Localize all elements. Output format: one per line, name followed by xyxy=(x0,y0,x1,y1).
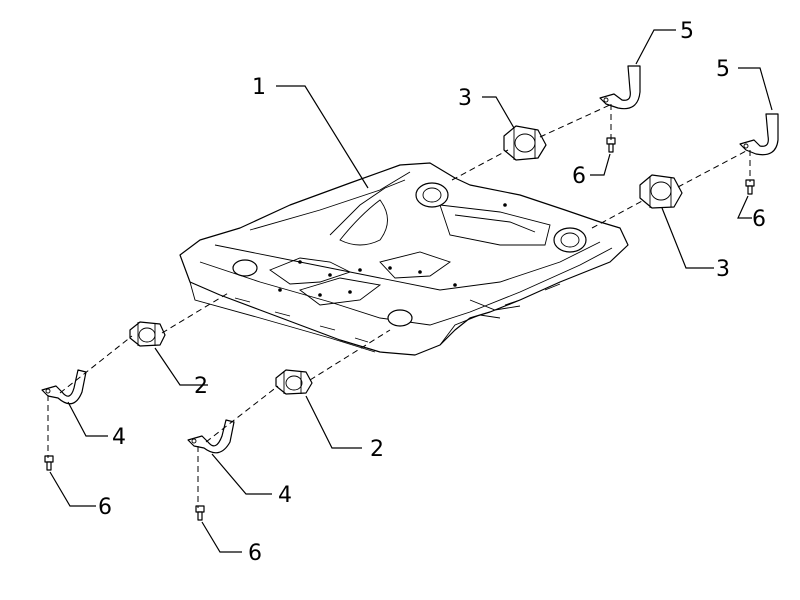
callout-2: 2 xyxy=(370,437,384,462)
callout-3: 3 xyxy=(458,86,472,111)
clamp-rear-right xyxy=(739,113,779,156)
callout-2: 2 xyxy=(194,374,208,399)
bushing-front-right xyxy=(275,369,313,395)
bolt-rear-left xyxy=(606,137,616,153)
callout-6: 6 xyxy=(248,541,262,566)
callout-4: 4 xyxy=(112,425,126,450)
bolt-front-right xyxy=(195,505,205,521)
clamp-front-left xyxy=(41,369,87,405)
bolt-front-left xyxy=(44,455,54,471)
clamp-rear-left xyxy=(599,65,641,110)
bushing-front-left xyxy=(129,321,166,347)
callout-4: 4 xyxy=(278,483,292,508)
callout-3: 3 xyxy=(716,257,730,282)
leader-lines xyxy=(49,29,773,553)
callout-6: 6 xyxy=(98,495,112,520)
bushing-rear-left xyxy=(503,125,547,161)
assembly-lines xyxy=(47,103,751,508)
callout-5: 5 xyxy=(716,57,730,82)
callout-6: 6 xyxy=(572,164,586,189)
callout-6: 6 xyxy=(752,207,766,232)
bushing-rear-right xyxy=(639,174,683,209)
callout-1: 1 xyxy=(252,75,266,100)
callout-labels: 1 2 2 3 3 4 4 5 5 6 6 6 6 xyxy=(98,19,766,566)
callout-5: 5 xyxy=(680,19,694,44)
bolt-rear-right xyxy=(745,179,755,195)
subframe xyxy=(179,162,629,356)
clamp-front-right xyxy=(187,419,235,454)
